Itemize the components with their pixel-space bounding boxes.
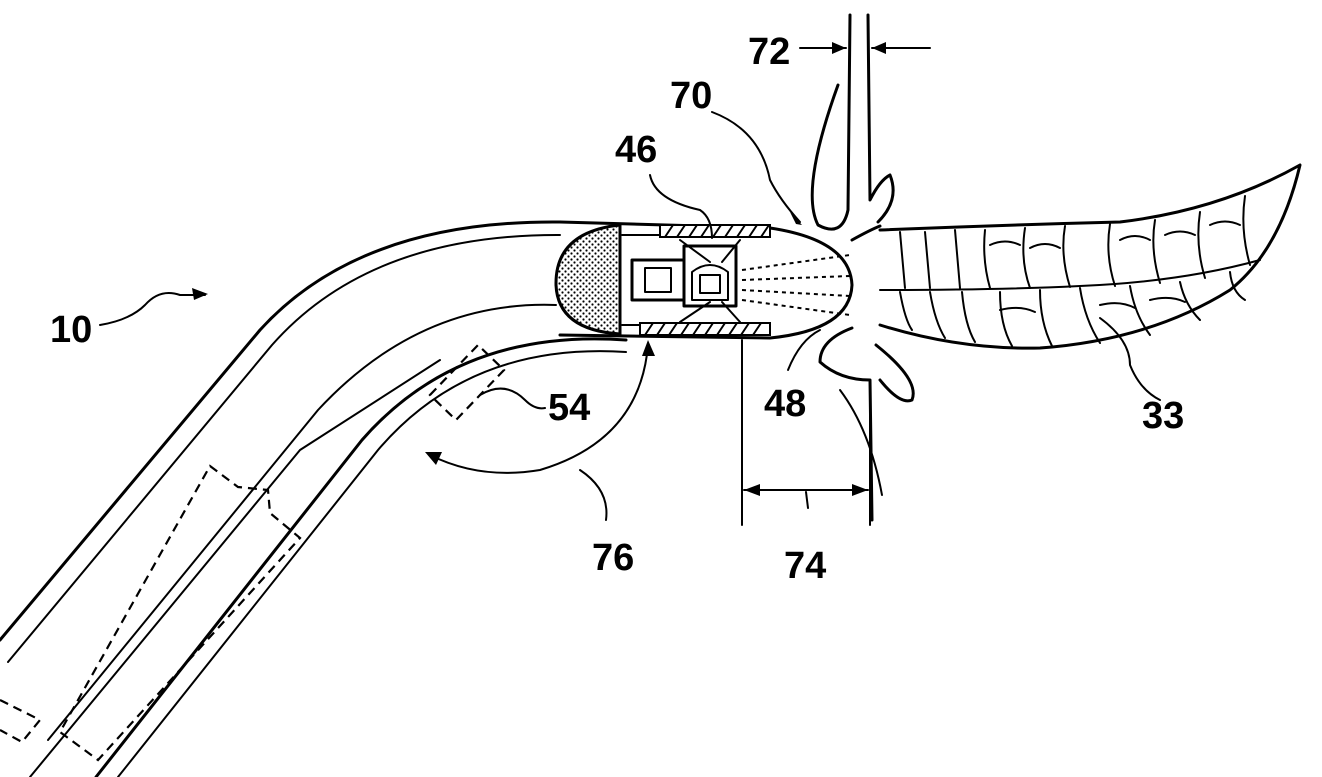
leader-54	[479, 387, 546, 410]
dimension-72	[799, 42, 931, 54]
stippled-block	[554, 223, 622, 336]
light-rays	[741, 254, 851, 316]
hatched-band-top	[659, 224, 771, 238]
label-48: 48	[764, 383, 806, 425]
lens-housing	[682, 244, 738, 308]
label-70: 70	[670, 75, 712, 117]
hatched-band-bottom	[639, 322, 771, 336]
label-76: 76	[592, 537, 634, 579]
leader-10	[99, 292, 206, 326]
dimension-74	[741, 339, 871, 526]
distal-tip	[554, 220, 854, 340]
leader-48	[787, 329, 821, 371]
label-10: 10	[50, 309, 92, 351]
label-54: 54	[548, 387, 590, 429]
label-33: 33	[1142, 395, 1184, 437]
tissue-fold	[810, 13, 915, 522]
leader-46	[649, 174, 713, 239]
label-46: 46	[615, 129, 657, 171]
internal-component-outline	[58, 464, 302, 762]
endoscope-tube	[0, 220, 628, 777]
tissue-segments	[878, 163, 1302, 350]
leader-70	[711, 111, 801, 223]
label-74: 74	[784, 545, 826, 587]
sensor-outline	[428, 343, 506, 422]
leader-33	[1099, 317, 1161, 401]
label-72: 72	[748, 31, 790, 73]
angle-76	[425, 340, 655, 521]
chip-body	[630, 258, 686, 302]
